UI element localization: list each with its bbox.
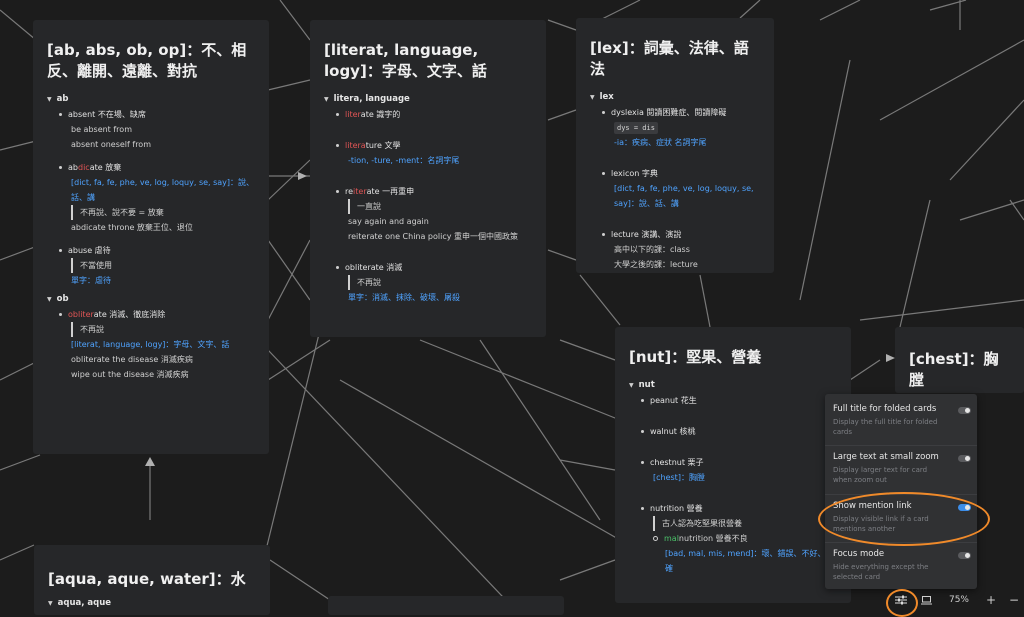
setting-title: Full title for folded cards [833, 404, 937, 414]
card-lex[interactable]: [lex]：詞彙、法律、語法 ▼lex dyslexia 閱讀困難症、閱讀障礙 … [576, 18, 774, 273]
mention-link[interactable]: -tion, -ture, -ment：名詞字尾 [348, 156, 460, 165]
setting-description: Display larger text for card when zoom o… [833, 466, 928, 484]
list-item: malnutrition 營養不良 [653, 531, 837, 546]
laptop-icon [920, 595, 932, 604]
zoom-in-button[interactable]: + [985, 593, 997, 607]
divider [825, 542, 977, 543]
list-item: lecture 演講、演說 [602, 227, 760, 242]
list-item: literate 識字的 [336, 107, 532, 122]
collapse-caret-icon[interactable]: ▼ [48, 600, 53, 607]
root-label: nut [638, 380, 655, 390]
card-title: [chest]：胸膛 [909, 350, 999, 389]
quote-block: 不再說 [71, 322, 255, 337]
setting-title: Large text at small zoom [833, 452, 939, 462]
list-item: obliterate the disease 消滅疾病 [71, 355, 193, 364]
root-label: aqua, aque [57, 598, 112, 608]
root-label: litera, language [333, 94, 410, 104]
setting-description: Display visible link if a card mentions … [833, 515, 929, 533]
show-mention-link-toggle[interactable] [958, 504, 971, 511]
list-item: walnut 核桃 [641, 424, 837, 439]
focus-mode-toggle[interactable] [958, 552, 971, 559]
sliders-icon [895, 595, 907, 605]
card-nut[interactable]: [nut]：堅果、營養 ▼ nut peanut 花生 walnut 核桃 che… [615, 327, 851, 603]
root-label: lex [599, 92, 614, 102]
list-item: 高中以下的課：class [614, 245, 690, 254]
quote-block: 古人認為吃堅果很營養 [653, 516, 837, 531]
card-aqua[interactable]: [aqua, aque, water]：水 ▼ aqua, aque [34, 545, 270, 615]
list-item: literature 文學 [336, 138, 532, 153]
collapse-caret-icon[interactable]: ▼ [629, 382, 634, 389]
list-item: wipe out the disease 消滅疾病 [71, 370, 189, 379]
quote-block: 一直說 [348, 199, 532, 214]
mention-link[interactable]: 單字：虐待 [71, 276, 111, 285]
large-text-toggle[interactable] [958, 455, 971, 462]
collapse-caret-icon[interactable]: ▼ [47, 296, 52, 303]
card-title: [nut]：堅果、營養 [629, 348, 762, 366]
collapse-caret-icon[interactable]: ▼ [590, 94, 595, 101]
collapse-caret-icon[interactable]: ▼ [324, 96, 329, 103]
list-item: absent 不在場、缺席 [59, 107, 255, 122]
list-item: 大學之後的課：lecture [614, 260, 698, 269]
code-inline: dys = dis [614, 122, 658, 134]
setting-focus-mode: Focus mode Hide everything except the se… [825, 548, 977, 582]
list-item: obliterate 消滅 [336, 260, 532, 275]
quote-block: 不再說、說不要 = 放棄 [71, 205, 255, 220]
card-title: [literat, language, logy]：字母、文字、話 [324, 41, 487, 80]
mention-link[interactable]: [chest]：胸膛 [653, 473, 705, 482]
zoom-out-button[interactable]: − [1008, 593, 1020, 607]
root-label: ob [56, 294, 69, 304]
card-ab[interactable]: [ab, abs, ob, op]：不、相反、離開、遠離、對抗 ▼ ab abse… [33, 20, 269, 454]
list-item: say again and again [348, 217, 429, 226]
settings-panel: Full title for folded cards Display the … [825, 394, 977, 589]
card-title: [aqua, aque, water]：水 [48, 570, 246, 588]
list-item: reiterate 一再重申 [336, 184, 532, 199]
list-item: peanut 花生 [641, 393, 837, 408]
setting-title: Show mention link [833, 501, 912, 511]
card-partial[interactable] [328, 596, 564, 615]
list-item: lexicon 字典 [602, 166, 760, 181]
root-label: ab [56, 94, 69, 104]
list-item: abdicate throne 放棄王位、退位 [71, 223, 193, 232]
collapse-caret-icon[interactable]: ▼ [47, 96, 52, 103]
setting-full-title: Full title for folded cards Display the … [825, 403, 977, 437]
list-item: chestnut 栗子 [641, 455, 837, 470]
setting-title: Focus mode [833, 549, 885, 559]
zoom-level: 75% [948, 595, 969, 605]
fit-screen-button[interactable] [918, 590, 934, 610]
mention-link[interactable]: [dict, fa, fe, phe, ve, log, loquy, se, … [71, 178, 255, 202]
divider [825, 494, 977, 495]
setting-description: Hide everything except the selected card [833, 563, 929, 581]
mention-link[interactable]: [literat, language, logy]：字母、文字、話 [71, 340, 230, 349]
list-item: abdicate 放棄 [59, 160, 255, 175]
card-title: [ab, abs, ob, op]：不、相反、離開、遠離、對抗 [47, 41, 247, 80]
list-item: abuse 虐待 [59, 243, 255, 258]
mention-link[interactable]: [dict, fa, fe, phe, ve, log, loquy, se, … [614, 184, 754, 208]
divider [825, 445, 977, 446]
list-item: dyslexia 閱讀困難症、閱讀障礙 [602, 105, 760, 120]
quote-block: 不再說 [348, 275, 532, 290]
setting-large-text: Large text at small zoom Display larger … [825, 451, 977, 485]
setting-show-mention-link: Show mention link Display visible link i… [825, 500, 977, 534]
list-item: absent oneself from [71, 140, 151, 149]
setting-description: Display the full title for folded cards [833, 418, 938, 436]
card-title: [lex]：詞彙、法律、語法 [590, 39, 749, 78]
card-literat[interactable]: [literat, language, logy]：字母、文字、話 ▼ liter… [310, 20, 546, 337]
list-item: reiterate one China policy 重申一個中國政策 [348, 232, 519, 241]
quote-block: 不當使用 [71, 258, 255, 273]
mention-link[interactable]: [bad, mal, mis, mend]：壞、錯誤、不好、正確 [665, 549, 834, 573]
card-chest[interactable]: [chest]：胸膛 [895, 327, 1024, 393]
list-item: be absent from [71, 125, 132, 134]
list-item: nutrition 營養 [641, 501, 837, 516]
full-title-toggle[interactable] [958, 407, 971, 414]
list-item: obliterate 消滅、徹底消除 [59, 307, 255, 322]
settings-sliders-button[interactable] [890, 590, 912, 610]
mention-link[interactable]: 單字：消滅、抹除、破壞、屠殺 [348, 293, 460, 302]
mention-link[interactable]: -ia：疾病、症狀 名詞字尾 [614, 138, 707, 147]
